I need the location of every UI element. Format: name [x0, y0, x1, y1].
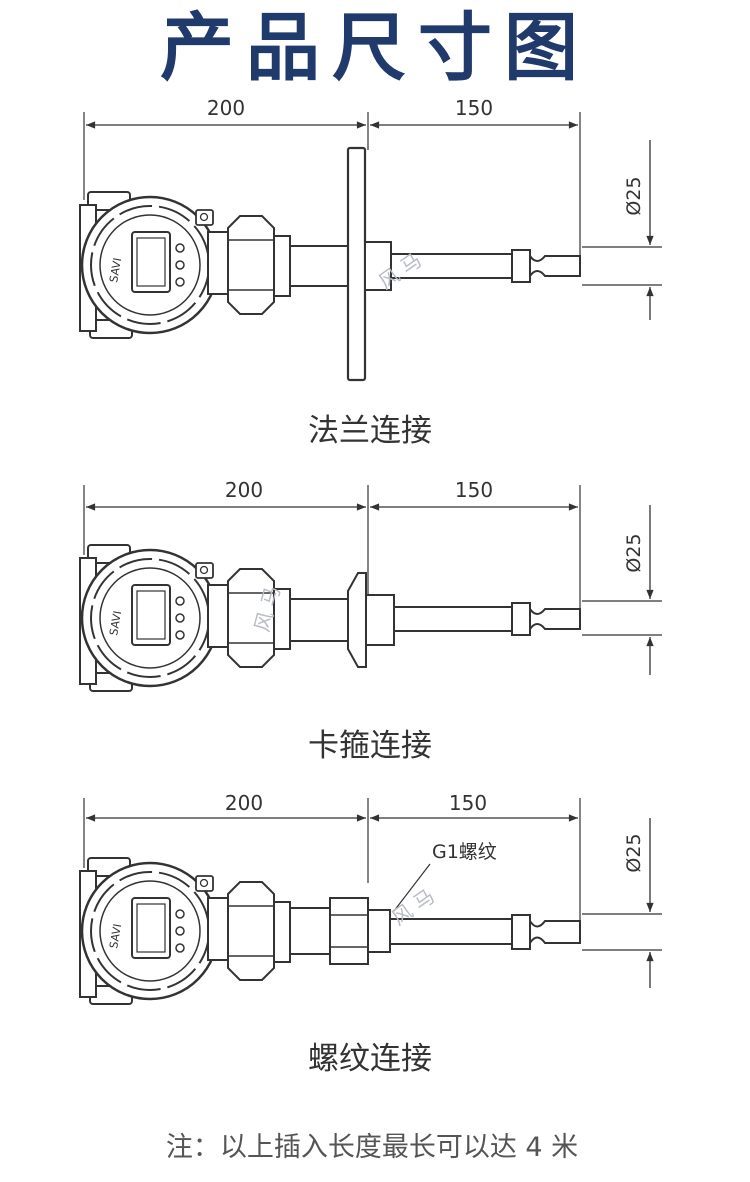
dim-diameter: Ø25 [623, 176, 645, 215]
dim-diameter: Ø25 [623, 833, 645, 872]
footnote: 注：以上插入长度最长可以达 4 米 [165, 1132, 579, 1163]
diagram-thread: 200 150 SAVI G1螺纹 Ø25 风 马 [78, 791, 662, 1006]
dim-diameter: Ø25 [623, 533, 645, 572]
caption-clamp: 卡箍连接 [308, 728, 432, 764]
page-title: 产品尺寸图 [160, 5, 590, 91]
caption-thread: 螺纹连接 [308, 1041, 432, 1077]
watermark: 风 马 [387, 884, 439, 930]
dim-body-length: 200 [207, 96, 245, 120]
logo-text: SAVI [107, 923, 124, 950]
dim-probe-length: 150 [455, 96, 493, 120]
thread-label: G1螺纹 [432, 841, 497, 863]
dim-probe-length: 150 [455, 478, 493, 502]
dim-body-length: 200 [225, 478, 263, 502]
caption-flange: 法兰连接 [308, 413, 432, 449]
dim-body-length: 200 [225, 791, 263, 815]
diagram-flange: 200 150 SAVI Ø25 风 马 [78, 96, 662, 382]
diagram-clamp: 200 150 SAVI Ø25 风 马 [78, 478, 662, 693]
dim-probe-length: 150 [449, 791, 487, 815]
logo-text: SAVI [107, 257, 124, 284]
logo-text: SAVI [107, 610, 124, 637]
